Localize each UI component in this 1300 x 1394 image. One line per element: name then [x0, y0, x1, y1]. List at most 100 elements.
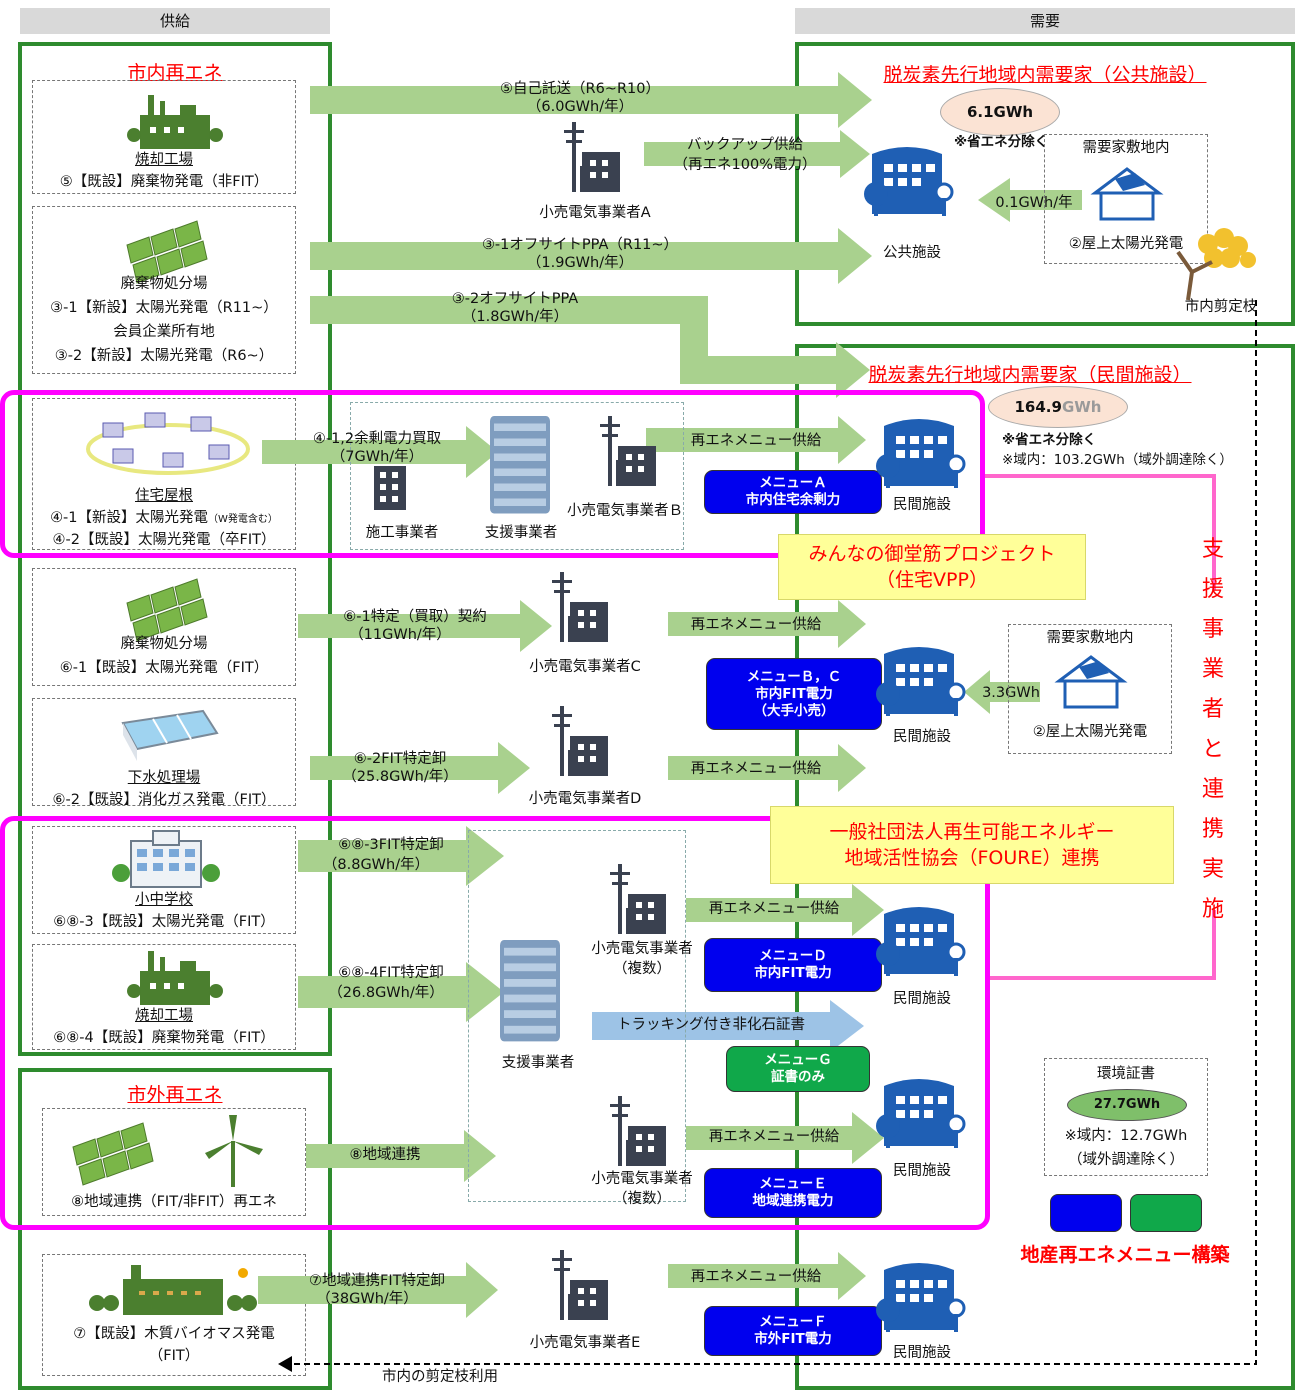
certificate-note-1: ※域内：12.7GWh — [1064, 1128, 1188, 1144]
flow-3-2-l2: （1.8GWh/年） — [461, 309, 569, 325]
menu-g-l1: メニューＧ — [764, 1052, 832, 1068]
vpp-callout-l2: （住宅VPP） — [876, 569, 988, 591]
foure-group-outline — [0, 816, 990, 1230]
private-note-1: ※省エネ分除く — [1002, 432, 1097, 448]
menu-bc-l2: 市内FIT電力 — [755, 685, 833, 702]
arrow-5 — [310, 72, 872, 128]
city-re-group — [18, 42, 332, 1056]
legend-green-swatch — [1130, 1194, 1202, 1232]
flow-6-2-l2: （25.8GWh/年） — [342, 769, 458, 785]
re-supply-6: 再エネメニュー供給 — [690, 1269, 822, 1285]
support-vertical-char-7: 携 — [1201, 817, 1224, 842]
arrow-re-6 — [668, 1252, 866, 1300]
menu-d-l2: 市内FIT電力 — [754, 965, 832, 981]
support-label-2: 支援事業者 — [501, 1055, 575, 1071]
flow-3-1-l2: （1.9GWh/年） — [526, 255, 634, 271]
flow-6-1-l2: （11GWh/年） — [349, 627, 451, 643]
arrow-3-2 — [310, 296, 870, 398]
retail-multi-label-1: 小売電気事業者 — [591, 941, 693, 957]
landfill-2-desc: ⑥-1【既設】太陽光発電（FIT） — [59, 660, 269, 676]
arrow-backup — [644, 130, 870, 178]
public-onsite-label: 需要家敷地内 — [1082, 140, 1170, 156]
arrow-re-3 — [668, 744, 866, 792]
flow-5-l2: （6.0GWh/年） — [526, 99, 634, 115]
private-onsite-label: 需要家敷地内 — [1046, 630, 1134, 646]
vpp-callout: みんなの御堂筋プロジェクト（住宅VPP） — [778, 534, 1086, 600]
flow-3-1-l1: ③-1オフサイトPPA（R11~） — [481, 237, 679, 253]
public-title: 脱炭素先行地域内需要家（公共施設） — [883, 64, 1207, 86]
certificate-title: 環境証書 — [1097, 1066, 1155, 1082]
incinerator-box: 焼却工場 ⑤【既設】廃棄物発電（非FIT） — [32, 80, 296, 194]
retail-b-icon — [600, 416, 656, 486]
arrow-7 — [258, 1262, 498, 1318]
retail-multi-icon-1 — [610, 864, 666, 934]
biomass-desc-1: ⑦【既設】木質バイオマス発電 — [73, 1326, 275, 1342]
certificate-value: 27.7GWh — [1067, 1089, 1187, 1121]
outside-re-title: 市外再エネ — [127, 1084, 223, 1106]
member-site-name: 会員企業所有地 — [113, 324, 215, 340]
incinerator-box-2: 焼却工場 ⑥⑧-4【既設】廃棄物発電（FIT） — [32, 944, 296, 1050]
menu-bc-l3: （大手小売） — [753, 702, 835, 719]
sewage-name: 下水処理場 — [127, 770, 201, 786]
private-facility-label-2: 民間施設 — [893, 729, 951, 745]
public-note: ※省エネ分除く — [954, 134, 1049, 150]
landfill-name: 廃棄物処分場 — [120, 276, 208, 292]
private-facility-icon-3 — [874, 905, 966, 978]
retail-a-label: 小売電気事業者A — [539, 205, 651, 221]
re-supply-1: 再エネメニュー供給 — [690, 433, 822, 449]
support-vertical-char-6: 連 — [1201, 777, 1224, 802]
demand-header: 需要 — [795, 8, 1295, 34]
arrow-6-1 — [298, 600, 552, 652]
re-supply-2: 再エネメニュー供給 — [690, 617, 822, 633]
flow-5-l1: ⑤自己託送（R6~R10） — [500, 81, 660, 97]
incinerator-2-desc: ⑥⑧-4【既設】廃棄物発電（FIT） — [53, 1030, 275, 1046]
support-vertical-char-9: 施 — [1201, 897, 1224, 922]
vpp-group-outline — [0, 390, 985, 558]
arrow-8 — [306, 1130, 496, 1182]
menu-a-l2: 市内住宅余剰力 — [745, 492, 841, 508]
onsite-flow-1: 0.1GWh/年 — [995, 195, 1073, 211]
support-vertical-char-5: と — [1201, 737, 1224, 762]
landfill-2-name: 廃棄物処分場 — [120, 636, 208, 652]
arrow-3-1 — [310, 228, 872, 284]
flow-8-l1: ⑧地域連携 — [349, 1147, 421, 1163]
member-site-desc: ③-2【新設】太陽光発電（R6~） — [54, 348, 274, 364]
rooftop-solar-icon — [1093, 167, 1161, 221]
retail-multi-label-1b: （複数） — [613, 961, 671, 977]
private-total: 164.9GWh — [988, 386, 1128, 428]
flow-6-1-l1: ⑥-1特定（買取）契約 — [343, 609, 487, 625]
flow-684-l1: ⑥⑧-4FIT特定卸 — [338, 965, 444, 981]
support-connector — [984, 474, 1216, 590]
arrow-684 — [298, 962, 504, 1022]
flow-3-2-l1: ③-2オフサイトPPA — [451, 291, 579, 307]
supply-header: 供給 — [20, 8, 330, 34]
flow-684-l2: （26.8GWh/年） — [328, 985, 444, 1001]
arrow-4 — [262, 426, 498, 478]
menu-a-l1: メニューＡ — [759, 475, 827, 491]
arrow-re-4 — [686, 884, 884, 936]
private-title: 脱炭素先行地域内需要家（民間施設） — [868, 364, 1192, 386]
support-vertical-char-4: 者 — [1201, 697, 1224, 722]
menu-g-l2: 証書のみ — [771, 1069, 825, 1085]
city-re-title: 市内再エネ — [127, 62, 223, 84]
menu-e-l1: メニューＥ — [759, 1176, 827, 1192]
housing-name: 住宅屋根 — [135, 488, 193, 504]
certificate-note-2: （域外調達除く） — [1068, 1152, 1184, 1168]
support-tower-icon-2 — [500, 940, 560, 1042]
public-demand-group — [795, 42, 1295, 326]
school-name: 小中学校 — [135, 892, 193, 908]
wind-turbine-icon — [205, 1115, 263, 1187]
flow-7-l2: （38GWh/年） — [316, 1291, 418, 1307]
foure-support-area — [468, 830, 686, 1202]
flow-4-l2: （7GWh/年） — [330, 449, 424, 465]
arrow-6-2 — [310, 742, 530, 794]
retail-multi-label-2b: （複数） — [613, 1191, 671, 1207]
private-facility-icon-4 — [874, 1077, 966, 1150]
support-vertical-char-1: 援 — [1201, 577, 1224, 602]
retail-d-label: 小売電気事業者D — [528, 791, 642, 807]
regional-desc: ⑧地域連携（FIT/非FIT）再エネ — [71, 1194, 277, 1210]
backup-l2: （再エネ100%電力） — [673, 157, 817, 173]
